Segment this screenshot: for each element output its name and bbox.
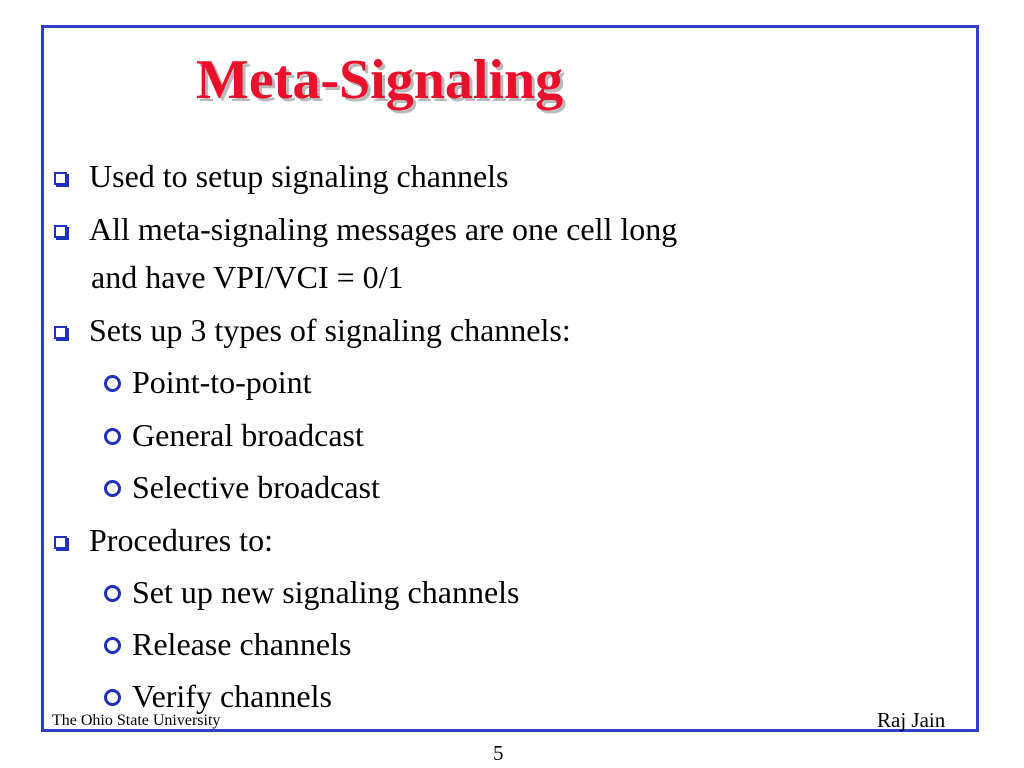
bullet-text: Used to setup signaling channels [89,158,509,194]
square-bullet-icon [54,326,67,339]
footer-institution: The Ohio State University [52,712,221,729]
ring-bullet-icon [104,428,121,445]
bullet-item: Sets up 3 types of signaling channels: [54,306,571,354]
sub-bullet-item: General broadcast [104,411,364,459]
sub-bullet-item: Point-to-point [104,358,312,406]
bullet-item: Used to setup signaling channels [54,152,508,200]
ring-bullet-icon [104,689,121,706]
ring-bullet-icon [104,637,121,654]
bullet-text: Procedures to: [89,522,273,558]
sub-bullet-item: Selective broadcast [104,463,380,511]
sub-bullet-text: Point-to-point [132,364,312,400]
bullet-item: Procedures to: [54,516,273,564]
bullet-item: All meta-signaling messages are one cell… [54,205,677,253]
footer-author: Raj Jain [877,708,946,732]
square-bullet-icon [54,536,67,549]
sub-bullet-item: Set up new signaling channels [104,568,519,616]
ring-bullet-icon [104,585,121,602]
sub-bullet-text: Verify channels [132,678,332,714]
sub-bullet-item: Release channels [104,620,351,668]
square-bullet-icon [54,172,67,185]
bullet-text: Sets up 3 types of signaling channels: [89,312,571,348]
bullet-continuation: and have VPI/VCI = 0/1 [91,259,404,295]
ring-bullet-icon [104,375,121,392]
sub-bullet-text: General broadcast [132,417,364,453]
page-number: 5 [493,741,504,765]
slide-frame [41,25,979,732]
sub-bullet-text: Selective broadcast [132,469,380,505]
bullet-text: All meta-signaling messages are one cell… [89,211,678,247]
sub-bullet-text: Release channels [132,626,352,662]
square-bullet-icon [54,225,67,238]
slide-title: Meta-Signaling [196,49,564,111]
sub-bullet-item: Verify channels [104,672,332,720]
sub-bullet-text: Set up new signaling channels [132,574,520,610]
ring-bullet-icon [104,480,121,497]
